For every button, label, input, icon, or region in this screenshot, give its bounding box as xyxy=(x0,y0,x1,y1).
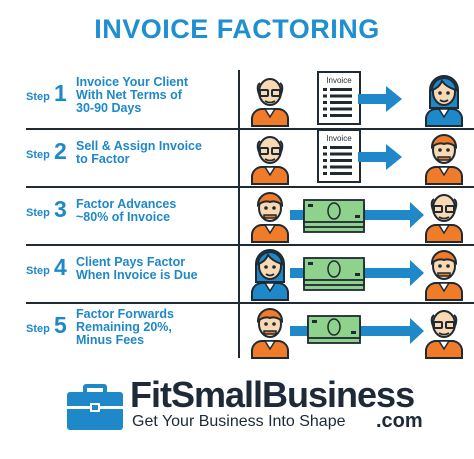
step-description-line: ~80% of Invoice xyxy=(76,210,171,224)
row-divider xyxy=(26,186,474,188)
woman-icon xyxy=(425,75,463,127)
step-description-line: Remaining 20%, xyxy=(76,320,172,334)
bald-man-icon xyxy=(425,194,463,243)
briefcase-icon xyxy=(67,384,123,430)
step-illustration: Invoice xyxy=(251,129,463,185)
invoice-icon: Invoice xyxy=(317,71,361,125)
brand-logo: FitSmallBusiness Get Your Business Into … xyxy=(64,372,424,434)
step-illustration xyxy=(251,249,463,301)
step-row: Step 3 Factor Advances~80% of Invoice xyxy=(0,186,474,244)
step-number: 3 xyxy=(54,196,67,222)
row-divider xyxy=(26,128,474,130)
step-description-line: With Net Terms of xyxy=(76,88,182,102)
step-word: Step xyxy=(26,149,50,161)
invoice-label: Invoice xyxy=(326,76,352,85)
money-stack-icon xyxy=(303,199,365,233)
row-divider xyxy=(26,302,474,304)
step-word: Step xyxy=(26,91,50,103)
orange-hair-man-icon xyxy=(425,250,463,301)
step-description-line: Client Pays Factor xyxy=(76,255,186,269)
step-number: 5 xyxy=(54,312,67,338)
bald-man-icon xyxy=(251,78,289,127)
brand-tagline: Get Your Business Into Shape xyxy=(132,413,346,430)
step-description-line: Factor Advances xyxy=(76,197,177,211)
bald-man-icon xyxy=(425,310,463,359)
row-divider xyxy=(26,244,474,246)
brand-name: FitSmallBusiness xyxy=(130,374,415,415)
illustration-panel xyxy=(238,70,474,358)
step-description-line: Sell & Assign Invoice xyxy=(76,139,202,153)
step-description-line: When Invoice is Due xyxy=(76,268,198,282)
step-number: 1 xyxy=(54,80,67,106)
step-number: 2 xyxy=(54,138,67,164)
page-title: INVOICE FACTORING xyxy=(94,14,380,44)
step-word: Step xyxy=(26,265,50,277)
step-word: Step xyxy=(26,323,50,335)
step-illustration xyxy=(251,192,463,243)
brand-domain: .com xyxy=(376,410,423,432)
step-number: 4 xyxy=(54,254,67,280)
arrow-icon xyxy=(358,86,402,112)
step-illustration: Invoice xyxy=(251,71,463,127)
invoice-label: Invoice xyxy=(326,134,352,143)
step-description-line: Invoice Your Client xyxy=(76,75,189,89)
step-illustration xyxy=(251,308,463,359)
step-description-line: Minus Fees xyxy=(76,333,145,347)
woman-icon xyxy=(251,249,289,301)
step-description-line: Factor Forwards xyxy=(76,307,174,321)
money-stack-small-icon xyxy=(307,315,361,344)
step-description-line: 30-90 Days xyxy=(76,101,142,115)
step-description-line: to Factor xyxy=(76,152,130,166)
orange-hair-man-icon xyxy=(425,134,463,185)
orange-hair-man-icon xyxy=(251,308,289,359)
money-stack-icon xyxy=(303,257,365,291)
orange-hair-man-icon xyxy=(251,192,289,243)
bald-man-icon xyxy=(251,136,289,185)
step-word: Step xyxy=(26,207,50,219)
arrow-icon xyxy=(358,144,402,170)
step-description: Factor Advances~80% of Invoice xyxy=(76,198,234,224)
invoice-icon: Invoice xyxy=(317,129,361,183)
